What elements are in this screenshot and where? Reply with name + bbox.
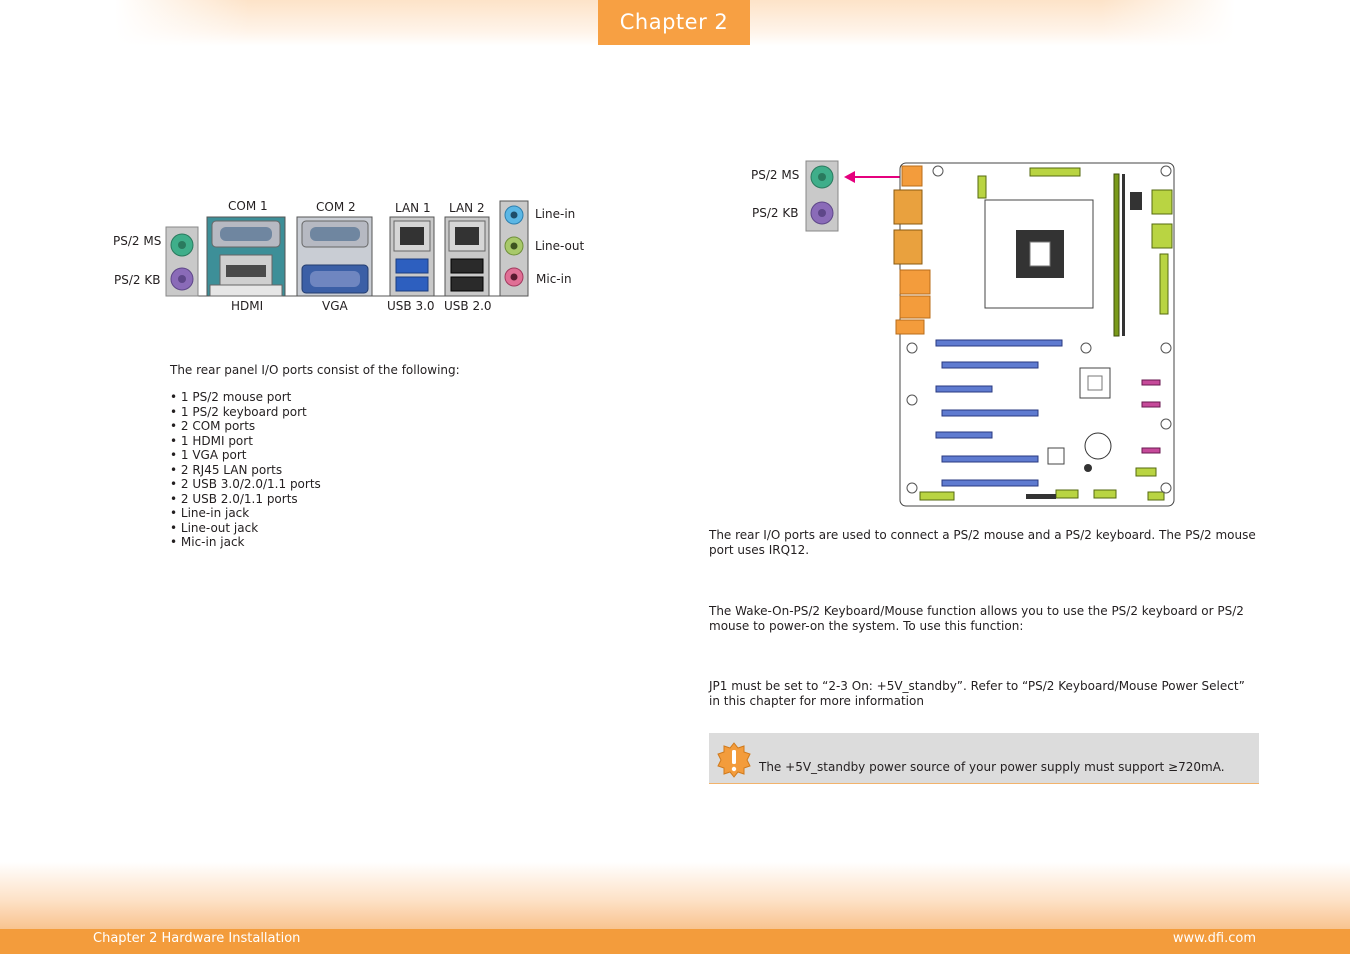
chapter-tab: Chapter 2: [598, 0, 750, 45]
label-usb20: USB 2.0: [444, 299, 492, 313]
ps2-ports-graphic: [165, 226, 199, 297]
com1-hdmi-graphic: [206, 216, 286, 297]
warning-icon: [717, 742, 751, 778]
label-right-ps2-ms: PS/2 MS: [751, 168, 800, 182]
list-item: • 1 PS/2 keyboard port: [170, 404, 307, 419]
list-item: • 2 USB 2.0/1.1 ports: [170, 491, 298, 506]
label-right-ps2-kb: PS/2 KB: [752, 206, 799, 220]
footer-gradient: [0, 862, 1350, 932]
label-mic-in: Mic-in: [536, 272, 572, 286]
audio-jacks-graphic: [499, 200, 529, 297]
label-usb30: USB 3.0: [387, 299, 435, 313]
wake-on-ps2-description: The Wake-On-PS/2 Keyboard/Mouse function…: [709, 604, 1244, 633]
list-item: • 1 PS/2 mouse port: [170, 390, 292, 404]
note-box: The +5V_standby power source of your pow…: [709, 733, 1259, 784]
label-line-in: Line-in: [535, 207, 576, 221]
label-line-out: Line-out: [535, 239, 585, 253]
ps2-description: The rear I/O ports are used to connect a…: [709, 528, 1256, 557]
label-lan2: LAN 2: [449, 201, 485, 215]
label-hdmi: HDMI: [231, 299, 264, 313]
motherboard-diagram: [893, 162, 1175, 507]
jp1-instruction: JP1 must be set to “2-3 On: +5V_standby”…: [709, 679, 1245, 708]
ports-list: • 1 PS/2 mouse port • 1 PS/2 keyboard po…: [170, 390, 321, 550]
footer-bar: [0, 929, 1350, 954]
label-ps2-kb: PS/2 KB: [114, 273, 161, 287]
ps2-connector-graphic: [805, 160, 839, 232]
list-item: • Mic-in jack: [170, 535, 245, 549]
footer-website-link[interactable]: www.dfi.com: [1172, 931, 1256, 946]
lan2-usb20-graphic: [444, 216, 490, 297]
list-item: • Line-in jack: [170, 506, 250, 520]
list-item: • 2 COM ports: [170, 419, 256, 433]
rear-panel-illustration: [165, 200, 529, 297]
list-item: • 1 VGA port: [170, 448, 247, 462]
list-item: • 1 HDMI port: [170, 433, 253, 448]
list-item: • Line-out jack: [170, 520, 259, 535]
lan1-usb30-graphic: [389, 216, 435, 297]
rear-panel-intro: The rear panel I/O ports consist of the …: [170, 363, 460, 377]
label-com2: COM 2: [316, 200, 356, 214]
footer-chapter-title: Chapter 2 Hardware Installation: [93, 931, 301, 946]
label-vga: VGA: [322, 299, 348, 313]
note-text: The +5V_standby power source of your pow…: [759, 760, 1225, 774]
list-item: • 2 USB 3.0/2.0/1.1 ports: [170, 477, 321, 491]
list-item: • 2 RJ45 LAN ports: [170, 462, 283, 477]
label-lan1: LAN 1: [395, 201, 431, 215]
label-com1: COM 1: [228, 199, 268, 213]
com2-vga-graphic: [296, 216, 373, 297]
pointer-arrow-icon: [844, 171, 900, 183]
label-ps2-ms: PS/2 MS: [113, 234, 162, 248]
